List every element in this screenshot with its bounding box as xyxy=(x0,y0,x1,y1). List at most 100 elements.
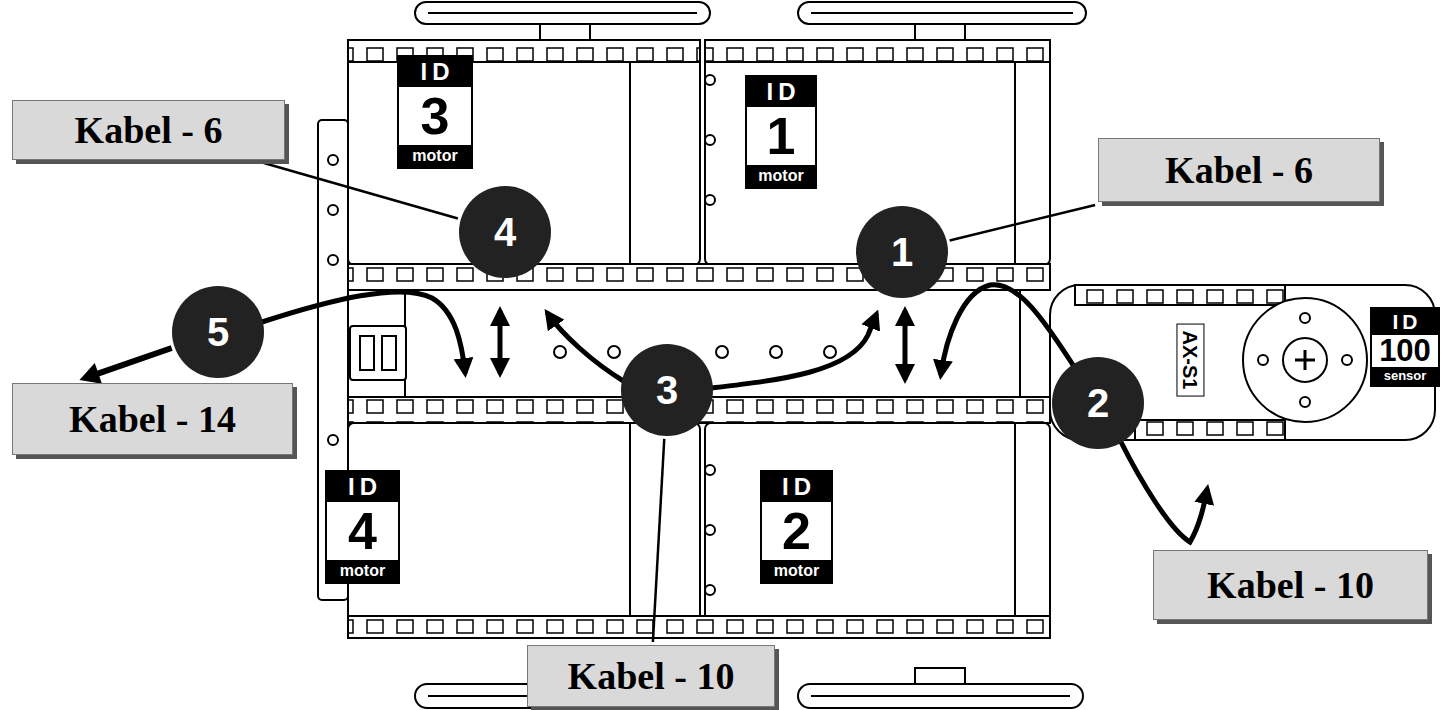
cable-arrow xyxy=(941,285,1075,374)
callout-number: 1 xyxy=(891,230,913,274)
hole xyxy=(705,135,715,145)
cable-label-box: Kabel - 10 xyxy=(1153,550,1428,620)
cable-label-box: Kabel - 10 xyxy=(527,645,775,707)
cable-arrow xyxy=(498,312,503,372)
cable-label-box: Kabel - 6 xyxy=(1098,138,1380,202)
wheel-line xyxy=(811,12,1073,14)
id-text: ID xyxy=(747,77,815,107)
wheel-line xyxy=(811,695,1070,697)
cable-label: Kabel - 14 xyxy=(69,397,236,441)
hole xyxy=(328,155,338,165)
frame xyxy=(318,40,1050,638)
horn-screw xyxy=(1300,397,1310,407)
callout-circle: 1 xyxy=(856,206,948,298)
id-number: 3 xyxy=(399,87,471,145)
horn-screw xyxy=(1300,313,1310,323)
cable-label: Kabel - 10 xyxy=(1207,563,1374,607)
motor-id-badge: ID3motor xyxy=(397,55,473,169)
bracket xyxy=(705,40,1050,62)
callout-number: 2 xyxy=(1087,381,1109,425)
id-text: ID xyxy=(399,57,471,87)
hole xyxy=(554,346,566,358)
hole xyxy=(824,346,836,358)
bracket xyxy=(705,40,1050,62)
arrow-head xyxy=(79,363,101,384)
hole xyxy=(705,465,715,475)
wheel-hub xyxy=(915,668,965,684)
servo-body xyxy=(705,423,1050,638)
callout-circle: 4 xyxy=(459,186,551,278)
wheel-hub xyxy=(540,24,590,40)
hole xyxy=(328,435,338,445)
hole xyxy=(705,195,715,205)
cable-label: Kabel - 6 xyxy=(1165,148,1313,192)
id-text: motor xyxy=(327,560,398,582)
cable-arrow xyxy=(903,312,908,378)
hub-cross xyxy=(1295,350,1315,370)
servo-line xyxy=(1014,423,1016,638)
callout-circle: 2 xyxy=(1052,357,1144,449)
hole xyxy=(705,525,715,535)
hole xyxy=(608,346,620,358)
servo-line xyxy=(629,423,631,638)
bracket xyxy=(348,616,1050,638)
callout-circle: 3 xyxy=(621,344,713,436)
leader-line xyxy=(950,205,1096,240)
cable-arrow xyxy=(262,292,465,372)
hole xyxy=(770,346,782,358)
callout-number: 3 xyxy=(656,368,678,412)
cable-arrow xyxy=(712,315,876,388)
id-text: ID xyxy=(327,472,398,502)
horn-screw xyxy=(1258,355,1268,365)
sensor-hub xyxy=(1283,338,1327,382)
wheel xyxy=(415,2,710,24)
cable-arrow xyxy=(1120,440,1207,542)
cable-arrows xyxy=(262,285,1207,542)
model-label: AX-S1 xyxy=(1176,324,1204,397)
connector-line xyxy=(950,205,1096,240)
bracket xyxy=(1075,285,1285,305)
horn-screw xyxy=(1342,355,1352,365)
motor-id-badge: ID1motor xyxy=(745,75,817,189)
hole xyxy=(328,255,338,265)
id-text: motor xyxy=(747,165,815,187)
cable-arrow xyxy=(79,348,171,384)
wheel-line xyxy=(428,12,697,14)
id-number: 1 xyxy=(747,107,815,165)
motor-id-badge: ID4motor xyxy=(325,470,400,584)
wheel xyxy=(798,2,1086,24)
cable-label-box: Kabel - 14 xyxy=(12,383,293,455)
id-text: ID xyxy=(762,472,831,502)
bracket xyxy=(1075,285,1285,305)
small-servo-detail xyxy=(360,336,374,370)
wheel-hub xyxy=(915,24,965,40)
small-servo-detail xyxy=(382,336,396,370)
bracket xyxy=(348,616,1050,638)
id-number: 100 xyxy=(1372,335,1438,367)
sensor-id-badge: ID100sensor xyxy=(1370,307,1440,387)
id-text: ID xyxy=(1372,309,1438,335)
callout-circle: 5 xyxy=(172,286,264,378)
connector-line xyxy=(96,348,171,374)
servo-line xyxy=(629,40,631,265)
connector-line xyxy=(264,163,458,219)
leader-line xyxy=(264,163,458,219)
motor-id-badge: ID2motor xyxy=(760,470,833,584)
id-text: motor xyxy=(399,145,471,167)
wheel xyxy=(798,684,1083,708)
small-servo xyxy=(350,326,406,380)
id-text: sensor xyxy=(1372,367,1438,385)
hole xyxy=(705,75,715,85)
hole xyxy=(328,205,338,215)
cable-arrow xyxy=(548,314,625,382)
id-text: motor xyxy=(762,560,831,582)
servo-body xyxy=(348,423,700,638)
cable-label: Kabel - 6 xyxy=(75,108,223,152)
center-plate xyxy=(405,288,1020,398)
cable-label: Kabel - 10 xyxy=(568,654,735,698)
cable-label-box: Kabel - 6 xyxy=(12,100,285,160)
id-number: 4 xyxy=(327,502,398,560)
sensor-horn xyxy=(1243,298,1367,422)
hole xyxy=(705,585,715,595)
